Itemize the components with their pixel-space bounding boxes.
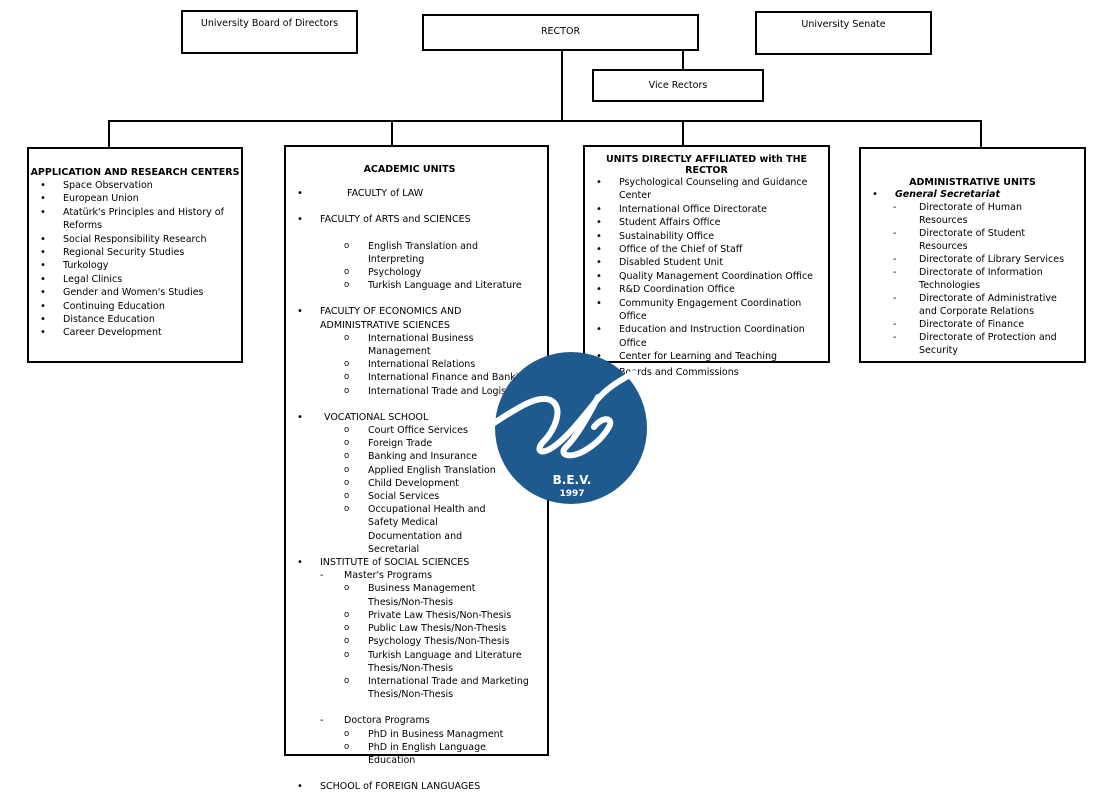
program-item: Turkish Language and Literature <box>286 279 533 292</box>
vocational-programs: Court Office Services Foreign Trade Bank… <box>286 424 533 556</box>
list-item: Atatürk's Principles and History of Refo… <box>29 206 229 233</box>
program-item: Psychology Thesis/Non-Thesis <box>286 635 533 648</box>
program-item: PhD in English Language Education <box>286 741 533 767</box>
board-box: University Board of Directors <box>181 10 358 54</box>
connector-academic <box>391 120 393 146</box>
program-item: Foreign Trade <box>286 437 533 450</box>
school-foreign-languages: SCHOOL of FOREIGN LANGUAGES <box>286 780 533 793</box>
general-secretariat: General Secretariat <box>861 188 1084 202</box>
program-item: International Relations <box>286 358 533 371</box>
program-item: Social Services <box>286 490 533 503</box>
vocational-school: VOCATIONAL SCHOOL <box>286 411 533 424</box>
directorate-item: Directorate of Library Services <box>884 253 1070 266</box>
list-item: Education and Instruction Coordination O… <box>585 323 818 350</box>
connector-rector-down <box>561 49 563 122</box>
connector-research <box>108 120 110 149</box>
list-item: Office of the Chief of Staff <box>585 243 818 257</box>
affiliated-units-box: UNITS DIRECTLY AFFILIATED with THE RECTO… <box>583 145 830 380</box>
list-item: Space Observation <box>29 179 229 193</box>
program-item: Public Law Thesis/Non-Thesis <box>286 622 533 635</box>
connector-vice <box>682 49 684 71</box>
program-item: Business Management Thesis/Non-Thesis <box>286 582 533 608</box>
doctora-programs: PhD in Business Managment PhD in English… <box>286 728 533 768</box>
institute-social-sciences: INSTITUTE of SOCIAL SCIENCES <box>286 556 533 569</box>
list-item: Continuing Education <box>29 300 229 314</box>
research-list: Space Observation European Union Atatürk… <box>29 179 241 340</box>
administrative-units-box: ADMINISTRATIVE UNITS General Secretariat… <box>859 147 1086 363</box>
list-item: Career Development <box>29 326 229 340</box>
logo-text: B.E.V. <box>553 473 592 487</box>
doctora-programs-heading: Doctora Programs <box>286 714 533 727</box>
rector-label: RECTOR <box>540 26 581 37</box>
list-item: Regional Security Studies <box>29 246 229 260</box>
board-label: University Board of Directors <box>200 18 339 29</box>
program-item: Banking and Insurance <box>286 450 533 463</box>
research-title: APPLICATION AND RESEARCH CENTERS <box>30 167 240 178</box>
program-item: Turkish Language and Literature Thesis/N… <box>286 649 533 675</box>
arts-programs: English Translation and Interpreting Psy… <box>286 240 533 293</box>
program-item: International Trade and Logistics <box>286 385 533 398</box>
logo-year: 1997 <box>559 489 584 499</box>
program-item: Child Development <box>286 477 533 490</box>
list-item: Disabled Student Unit <box>585 256 818 270</box>
program-item: International Trade and Marketing Thesis… <box>286 675 533 701</box>
connector-admin <box>980 120 982 149</box>
senate-box: University Senate <box>755 11 932 55</box>
list-item: International Office Directorate <box>585 203 818 217</box>
connector-horizontal <box>108 120 982 122</box>
directorate-item: Directorate of Administrative and Corpor… <box>884 292 1070 318</box>
faculty-arts: FACULTY of ARTS and SCIENCES <box>286 213 533 226</box>
program-item: International Finance and Banking <box>286 371 533 384</box>
affiliated-list: Psychological Counseling and Guidance Ce… <box>585 176 828 380</box>
directorate-item: Directorate of Human Resources <box>884 201 1070 227</box>
list-item: Center for Learning and Teaching <box>585 350 818 364</box>
list-item: Gender and Women's Studies <box>29 286 229 300</box>
list-item: European Union <box>29 192 229 206</box>
admin-title: ADMINISTRATIVE UNITS <box>909 177 1036 188</box>
list-item: R&D Coordination Office <box>585 283 818 297</box>
list-item: Community Engagement Coordination Office <box>585 297 818 324</box>
vice-rectors-label: Vice Rectors <box>648 80 708 91</box>
program-item: Court Office Services <box>286 424 533 437</box>
program-item: Private Law Thesis/Non-Thesis <box>286 609 533 622</box>
academic-title: ACADEMIC UNITS <box>363 164 456 175</box>
rector-box: RECTOR <box>422 14 699 51</box>
program-item: Psychology <box>286 266 533 279</box>
program-item: Applied English Translation <box>286 464 533 477</box>
admin-secretariat-list: General Secretariat <box>861 188 1084 202</box>
masters-programs-heading: Master's Programs <box>286 569 533 582</box>
list-item: Sustainability Office <box>585 230 818 244</box>
faculty-econ: FACULTY OF ECONOMICS AND ADMINISTRATIVE … <box>286 305 533 331</box>
program-item: International Business Management <box>286 332 533 358</box>
logo-swirl-loop <box>560 394 614 459</box>
list-item: Social Responsibility Research <box>29 233 229 247</box>
list-item: Quality Management Coordination Office <box>585 270 818 284</box>
affiliated-title: UNITS DIRECTLY AFFILIATED with THE RECTO… <box>605 154 808 176</box>
program-item: English Translation and Interpreting <box>286 240 533 266</box>
masters-programs: Business Management Thesis/Non-Thesis Pr… <box>286 582 533 701</box>
research-centers-box: APPLICATION AND RESEARCH CENTERS Space O… <box>27 147 243 363</box>
list-item: Turkology <box>29 259 229 273</box>
admin-directorates: Directorate of Human Resources Directora… <box>861 201 1084 357</box>
vice-rectors-box: Vice Rectors <box>592 69 764 102</box>
list-item: Psychological Counseling and Guidance Ce… <box>585 176 818 203</box>
list-item: Legal Clinics <box>29 273 229 287</box>
senate-label: University Senate <box>801 19 886 30</box>
directorate-item: Directorate of Protection and Security <box>884 331 1070 357</box>
directorate-item: Directorate of Information Technologies <box>884 266 1070 292</box>
connector-affiliated <box>682 120 684 146</box>
bev-logo: B.E.V. 1997 <box>494 352 647 504</box>
econ-programs: International Business Management Intern… <box>286 332 533 398</box>
list-item: Distance Education <box>29 313 229 327</box>
program-item: Occupational Health and Safety Medical D… <box>286 503 533 556</box>
directorate-item: Directorate of Finance <box>884 318 1070 331</box>
program-item: PhD in Business Managment <box>286 728 533 741</box>
list-item: Student Affairs Office <box>585 216 818 230</box>
faculty-law: FACULTY of LAW <box>286 187 533 200</box>
directorate-item: Directorate of Student Resources <box>884 227 1070 253</box>
